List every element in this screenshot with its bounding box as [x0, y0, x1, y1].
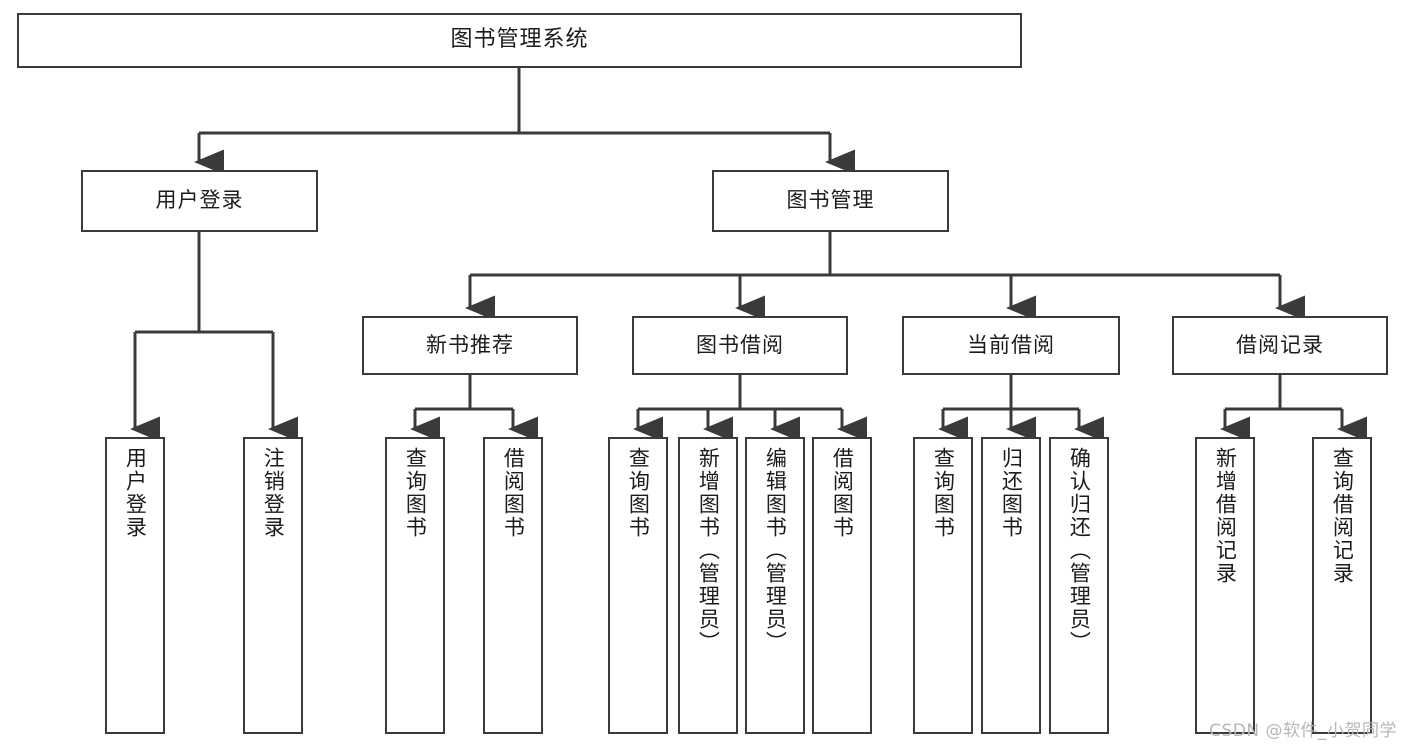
node-label: 注销登录 [261, 447, 286, 539]
node-label: 归还图书 [999, 447, 1024, 539]
leaf-return-books[interactable]: 归还图书 [981, 437, 1041, 734]
node-root-system[interactable]: 图书管理系统 [17, 13, 1022, 68]
leaf-borrow-books[interactable]: 借阅图书 [812, 437, 872, 734]
leaf-query-books-recommendation[interactable]: 查询图书 [385, 437, 445, 734]
node-label: 当前借阅 [967, 332, 1055, 357]
node-label: 查询图书 [626, 447, 651, 539]
node-borrowing-records[interactable]: 借阅记录 [1172, 316, 1388, 375]
node-label: 查询图书 [403, 447, 428, 539]
node-label: 查询图书 [931, 447, 956, 539]
leaf-edit-book-admin[interactable]: 编辑图书（管理员） [745, 437, 805, 734]
leaf-confirm-return-admin[interactable]: 确认归还（管理员） [1049, 437, 1109, 734]
node-label: 新书推荐 [426, 332, 514, 357]
node-label: 新增借阅记录 [1213, 447, 1238, 585]
node-label: 借阅图书 [830, 447, 855, 539]
node-current-borrowing[interactable]: 当前借阅 [902, 316, 1120, 375]
leaf-borrow-books-recommendation[interactable]: 借阅图书 [483, 437, 543, 734]
node-label: 图书管理 [786, 188, 875, 213]
leaf-query-borrowing-record[interactable]: 查询借阅记录 [1312, 437, 1372, 734]
node-label: 查询借阅记录 [1330, 447, 1355, 585]
node-label: 借阅记录 [1236, 332, 1324, 357]
watermark-text: CSDN @软件_小贺同学 [1209, 721, 1397, 741]
node-label: 图书管理系统 [450, 27, 589, 53]
node-book-borrowing[interactable]: 图书借阅 [632, 316, 848, 375]
node-label: 新增图书（管理员） [696, 447, 721, 654]
node-label: 图书借阅 [696, 332, 784, 357]
node-label: 用户登录 [123, 447, 148, 539]
leaf-query-books-borrowing[interactable]: 查询图书 [608, 437, 668, 734]
node-book-management[interactable]: 图书管理 [712, 170, 949, 232]
leaf-logout[interactable]: 注销登录 [243, 437, 303, 734]
leaf-add-book-admin[interactable]: 新增图书（管理员） [678, 437, 738, 734]
leaf-user-login[interactable]: 用户登录 [105, 437, 165, 734]
leaf-query-books-current[interactable]: 查询图书 [913, 437, 973, 734]
node-new-book-recommendation[interactable]: 新书推荐 [362, 316, 578, 375]
leaf-add-borrowing-record[interactable]: 新增借阅记录 [1195, 437, 1255, 734]
node-label: 用户登录 [155, 188, 244, 213]
node-label: 借阅图书 [501, 447, 526, 539]
node-label: 确认归还（管理员） [1067, 447, 1092, 654]
node-user-login[interactable]: 用户登录 [81, 170, 318, 232]
node-label: 编辑图书（管理员） [763, 447, 788, 654]
